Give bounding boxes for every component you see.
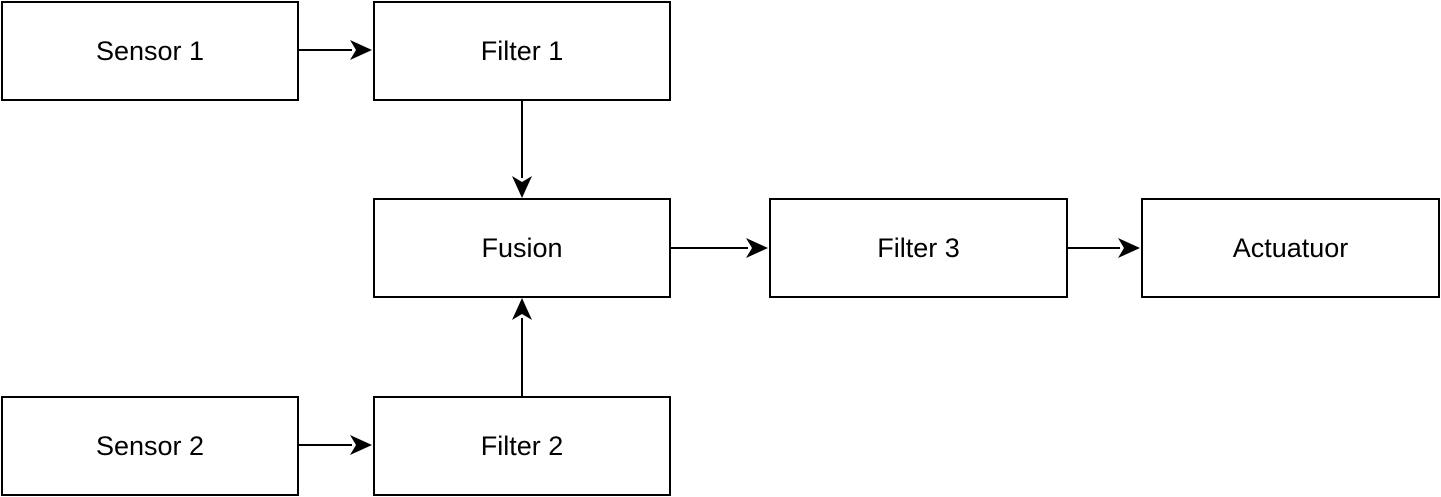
sensor-2-label: Sensor 2 [95,430,205,461]
fusion-label: Fusion [481,232,563,263]
arrowhead-sensor2-to-filter2 [350,435,372,455]
actuator-label: Actuatuor [1232,232,1349,263]
filter-2-node[interactable]: Filter 2 [373,396,671,496]
arrowhead-filter3-to-actuator [1118,238,1140,258]
actuator-node[interactable]: Actuatuor [1141,198,1440,298]
filter-3-node[interactable]: Filter 3 [769,198,1068,298]
arrowhead-sensor1-to-filter1 [350,40,372,60]
sensor-2-node[interactable]: Sensor 2 [1,396,299,496]
filter-1-label: Filter 1 [480,35,564,66]
arrowhead-filter2-to-fusion [512,298,532,320]
arrowhead-fusion-to-filter3 [746,238,768,258]
filter-1-node[interactable]: Filter 1 [373,1,671,101]
filter-2-label: Filter 2 [480,430,564,461]
sensor-1-node[interactable]: Sensor 1 [1,1,299,101]
fusion-node[interactable]: Fusion [373,198,671,298]
sensor-1-label: Sensor 1 [95,35,205,66]
arrowhead-filter1-to-fusion [512,176,532,198]
filter-3-label: Filter 3 [877,232,960,263]
